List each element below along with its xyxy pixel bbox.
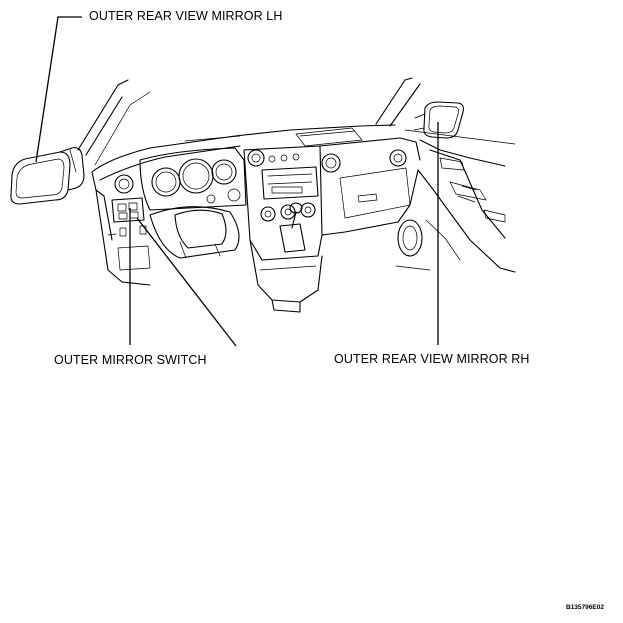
leader-lines [35, 16, 439, 347]
center-stack [243, 145, 341, 261]
outer-rear-view-mirror-rh [413, 101, 464, 139]
outer-rear-view-mirror-lh [10, 147, 85, 205]
outer-mirror-switch-label: OUTER MIRROR SWITCH [54, 353, 207, 367]
leader-switch-2 [136, 217, 237, 347]
outer-rear-view-mirror-rh-label: OUTER REAR VIEW MIRROR RH [334, 352, 530, 366]
left-a-pillar [77, 79, 151, 166]
shifter-console [249, 202, 323, 313]
dashboard-top [91, 124, 396, 197]
right-door [375, 77, 516, 273]
outer-rear-view-mirror-lh-label: OUTER REAR VIEW MIRROR LH [89, 9, 283, 23]
passenger-dash [319, 137, 421, 236]
figure-id: B135796E02 [566, 604, 604, 611]
instrument-cluster [139, 147, 247, 211]
leader-lh [35, 16, 82, 163]
steering-wheel [149, 206, 240, 259]
left-air-vent [114, 174, 134, 194]
outer-mirror-switch-panel [111, 197, 145, 223]
lower-left-panel [95, 189, 151, 286]
